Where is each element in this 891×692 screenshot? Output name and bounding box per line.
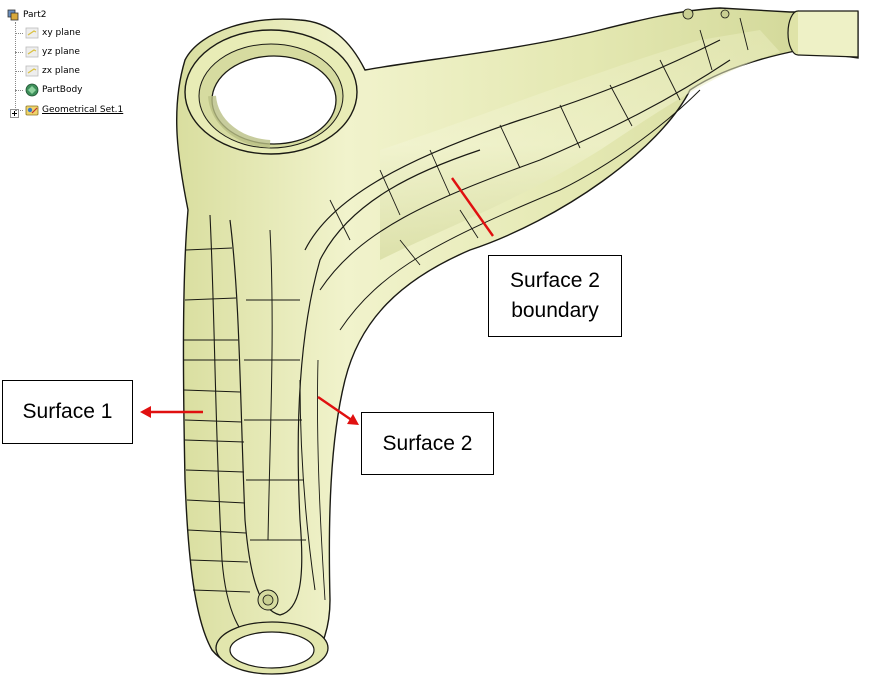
tree-item-partbody[interactable]: PartBody [15, 82, 83, 98]
tree-root-part[interactable]: Part2 [6, 7, 47, 23]
callout-surface-1: Surface 1 [2, 380, 133, 444]
tree-item-geometrical-set[interactable]: Geometrical Set.1 [15, 102, 123, 118]
tree-item-label: Geometrical Set.1 [42, 105, 124, 115]
expand-collapse-icon[interactable] [10, 109, 19, 118]
tree-item-yz-plane[interactable]: yz plane [15, 44, 80, 60]
partbody-icon [25, 83, 39, 97]
plane-icon [25, 27, 39, 39]
tree-item-label: xy plane [42, 28, 81, 38]
tree-item-label: PartBody [42, 85, 83, 95]
specification-tree: Part2 xy plane yz plane zx plane PartBod [6, 6, 166, 118]
callout-surface-2-boundary: Surface 2 boundary [488, 255, 622, 337]
tree-item-zx-plane[interactable]: zx plane [15, 63, 80, 79]
surface2-arrowhead [347, 414, 359, 425]
tree-item-label: yz plane [42, 47, 80, 57]
surface2-arrow [317, 396, 354, 422]
tree-item-label: zx plane [42, 66, 80, 76]
tree-item-xy-plane[interactable]: xy plane [15, 25, 80, 41]
tree-root-label: Part2 [23, 10, 47, 20]
control-arm-part [176, 7, 859, 675]
surface1-arrowhead [140, 406, 151, 418]
plane-icon [25, 46, 39, 58]
callout-surface-2: Surface 2 [361, 412, 494, 475]
part-icon [7, 9, 19, 21]
plane-icon [25, 65, 39, 77]
annotation-marks [140, 177, 494, 425]
tree-connector [15, 22, 16, 114]
geometrical-set-icon [25, 105, 39, 116]
surface2-boundary-marker [451, 177, 494, 237]
